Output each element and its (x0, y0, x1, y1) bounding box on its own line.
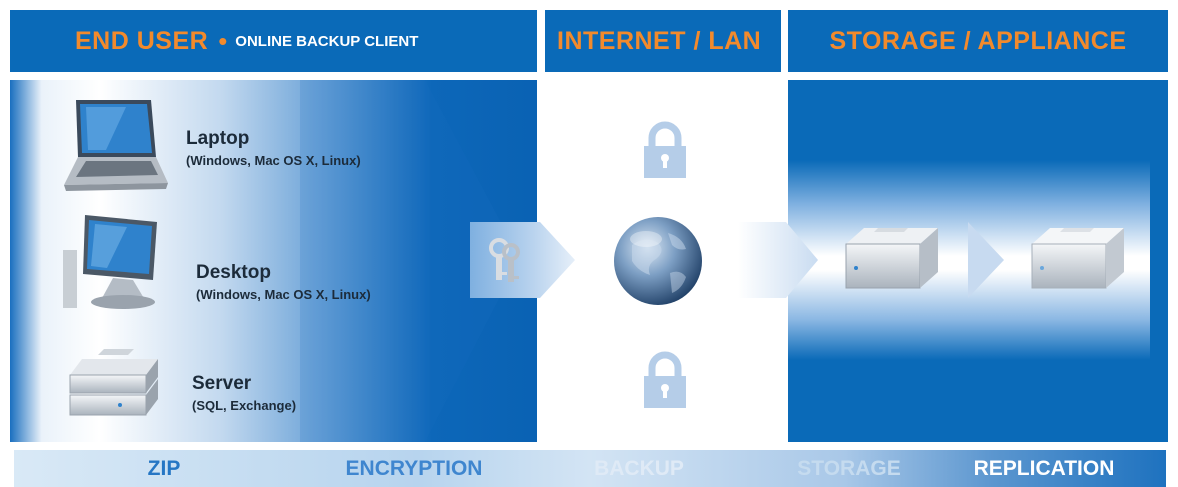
bullet-separator: • (218, 26, 228, 56)
end-user-subtitle: ONLINE BACKUP CLIENT (235, 32, 419, 50)
server-icon (69, 349, 158, 416)
header-end-user: END USER • ONLINE BACKUP CLIENT (10, 10, 537, 72)
device-server: Server (SQL, Exchange) (192, 373, 296, 413)
stage-zip: ZIP (147, 456, 181, 480)
device-name: Laptop (186, 128, 250, 149)
process-stages-bar: ZIP ENCRYPTION BACKUP STORAGE REPLICATIO… (14, 450, 1166, 487)
device-name: Server (192, 373, 252, 394)
device-os: (Windows, Mac OS X, Linux) (196, 287, 371, 302)
arrow-icon (968, 222, 1004, 298)
header-storage: STORAGE / APPLIANCE (788, 10, 1168, 72)
keys-icon (489, 238, 520, 282)
stage-backup: BACKUP (594, 456, 684, 480)
device-desktop: Desktop (Windows, Mac OS X, Linux) (196, 262, 371, 302)
lock-icon (644, 121, 686, 178)
device-name: Desktop (196, 262, 271, 283)
globe-icon (614, 217, 702, 305)
hard-drive-icon (1031, 228, 1124, 289)
end-user-title: END USER (75, 26, 209, 55)
desktop-icon (63, 215, 157, 309)
lock-icon (644, 351, 686, 408)
device-laptop: Laptop (Windows, Mac OS X, Linux) (186, 128, 361, 168)
stage-encryption: ENCRYPTION (345, 456, 483, 480)
storage-title: STORAGE / APPLIANCE (829, 26, 1127, 55)
device-os: (Windows, Mac OS X, Linux) (186, 153, 361, 168)
device-os: (SQL, Exchange) (192, 398, 297, 413)
internet-title: INTERNET / LAN (557, 26, 762, 55)
header-internet: INTERNET / LAN (545, 10, 781, 72)
stage-storage: STORAGE (797, 456, 901, 480)
stage-replication: REPLICATION (973, 456, 1115, 480)
laptop-icon (64, 100, 168, 191)
arrow-icon (738, 222, 818, 298)
hard-drive-icon (845, 228, 938, 289)
